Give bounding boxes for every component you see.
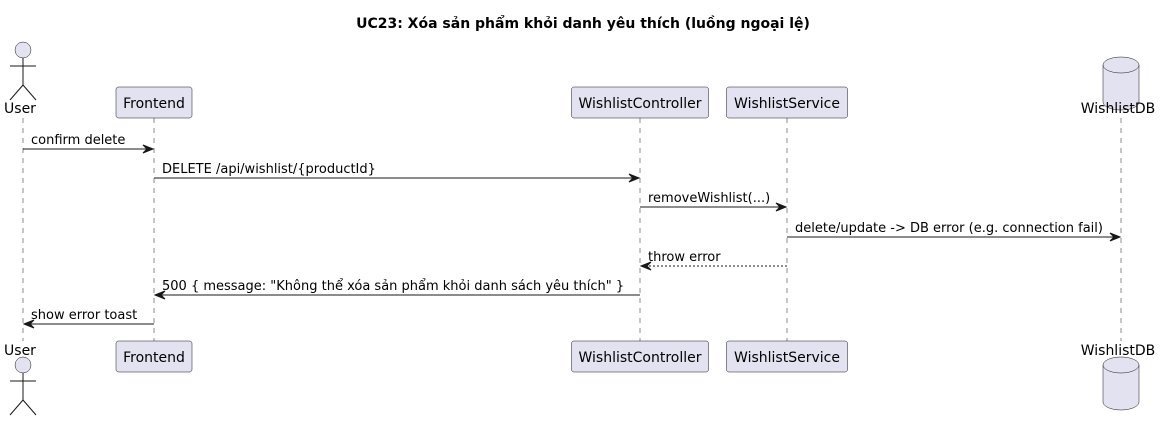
arrow-head-icon	[153, 290, 166, 300]
message-5: throw error	[639, 250, 787, 271]
participant-label-db: WishlistDB	[1081, 101, 1156, 117]
message-label: DELETE /api/wishlist/{productId}	[162, 162, 376, 177]
participant-label-db: WishlistDB	[1081, 343, 1156, 359]
database-cylinder	[1102, 356, 1140, 411]
actor-leg-right	[22, 399, 37, 416]
message-label: delete/update -> DB error (e.g. connecti…	[795, 221, 1103, 236]
participant-box	[726, 86, 848, 119]
participant-label-user: User	[4, 343, 36, 359]
database-rim	[1102, 64, 1140, 74]
actor-leg-left	[9, 84, 24, 101]
participant-box	[726, 340, 848, 373]
actor-leg-left	[9, 399, 24, 416]
participant-box	[115, 86, 193, 119]
actor-head	[14, 356, 32, 374]
database-db-top: WishlistDB	[1081, 56, 1156, 117]
message-2: DELETE /api/wishlist/{productId}	[154, 162, 641, 183]
participant-service-top: WishlistService	[726, 86, 848, 119]
participant-label-controller: WishlistController	[578, 96, 701, 112]
participant-controller-top: WishlistController	[571, 86, 709, 119]
message-7: show error toast	[22, 308, 154, 329]
participant-box	[571, 340, 709, 373]
diagram-title: UC23: Xóa sản phẩm khỏi danh yêu thích (…	[356, 15, 810, 32]
participant-label-frontend: Frontend	[123, 350, 185, 366]
message-6: 500 { message: "Không thể xóa sản phẩm k…	[153, 279, 640, 300]
participant-label-frontend: Frontend	[123, 96, 185, 112]
message-label: 500 { message: "Không thể xóa sản phẩm k…	[162, 279, 624, 294]
participant-frontend-bottom: Frontend	[115, 340, 193, 373]
arrow-head-icon	[775, 202, 788, 212]
participant-label-service: WishlistService	[734, 350, 840, 366]
lifelines	[22, 118, 1122, 341]
message-label: show error toast	[31, 308, 137, 323]
arrow-head-icon	[639, 261, 652, 271]
arrow-head-icon	[22, 319, 35, 329]
message-3: removeWishlist(...)	[640, 191, 788, 212]
actor-leg-right	[22, 84, 37, 101]
arrow-head-icon	[142, 144, 155, 154]
actor-head	[14, 41, 32, 59]
database-rim	[1102, 364, 1140, 374]
message-label: throw error	[648, 250, 721, 265]
participant-label-user: User	[4, 101, 36, 117]
participant-controller-bottom: WishlistController	[571, 340, 709, 373]
participant-box	[115, 340, 193, 373]
database-db-bottom: WishlistDB	[1081, 343, 1156, 411]
participant-label-controller: WishlistController	[578, 350, 701, 366]
message-label: removeWishlist(...)	[648, 191, 770, 206]
actor-user-top: User	[4, 41, 37, 117]
arrow-head-icon	[628, 173, 641, 183]
participants: UserUserFrontendFrontendWishlistControll…	[4, 41, 1156, 416]
participant-frontend-top: Frontend	[115, 86, 193, 119]
participant-service-bottom: WishlistService	[726, 340, 848, 373]
participant-box	[571, 86, 709, 119]
participant-label-service: WishlistService	[734, 96, 840, 112]
message-label: confirm delete	[31, 133, 125, 148]
message-4: delete/update -> DB error (e.g. connecti…	[787, 221, 1122, 242]
arrow-head-icon	[1109, 232, 1122, 242]
actor-user-bottom: User	[4, 343, 37, 416]
message-1: confirm delete	[23, 133, 155, 154]
